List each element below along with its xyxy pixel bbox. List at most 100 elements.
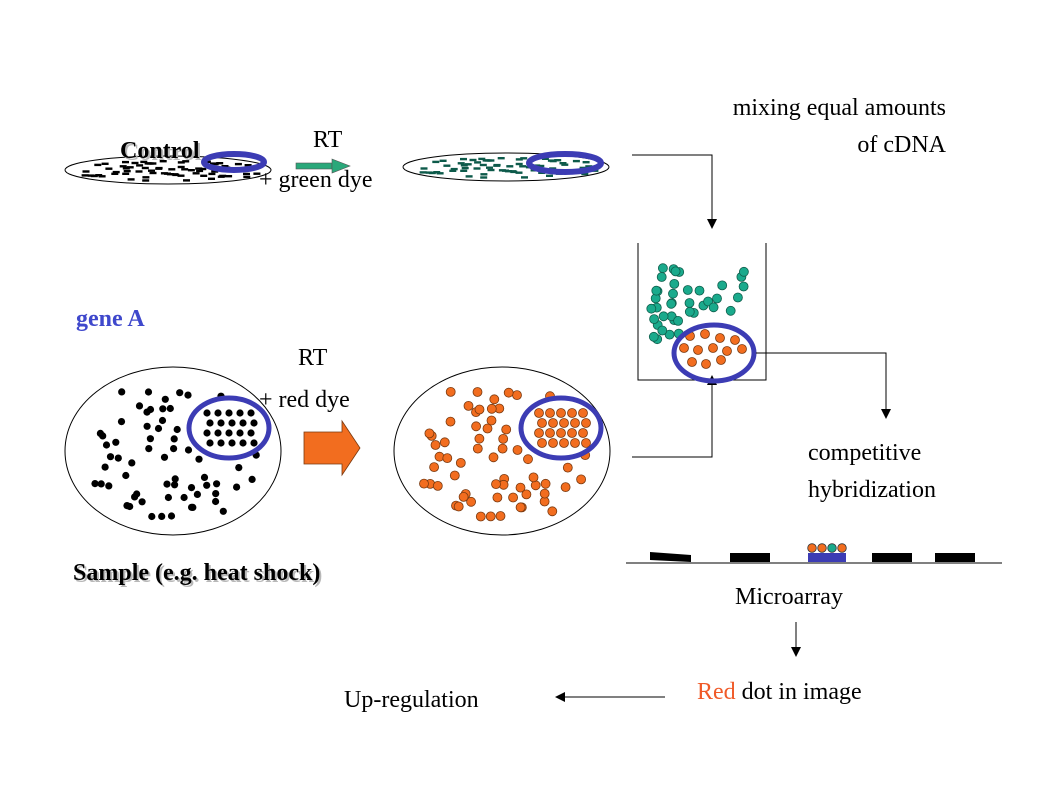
- dot: [445, 416, 456, 427]
- dot: [497, 157, 505, 160]
- dot: [559, 162, 567, 165]
- dot: [199, 167, 207, 171]
- dot: [214, 429, 222, 437]
- dot: [463, 400, 474, 411]
- dot: [182, 160, 190, 163]
- dot: [556, 408, 566, 418]
- dot: [216, 162, 224, 165]
- tube-dots: [646, 263, 749, 369]
- dot: [474, 433, 485, 444]
- competitive-label-line2: hybridization: [808, 477, 936, 503]
- dot: [457, 162, 465, 165]
- dot: [559, 438, 569, 448]
- dot: [486, 415, 497, 426]
- dot: [556, 428, 566, 438]
- dot: [480, 173, 488, 176]
- dot: [118, 388, 126, 396]
- dot: [651, 285, 662, 296]
- dot: [159, 160, 167, 163]
- dot: [515, 482, 526, 493]
- control-dots: [81, 160, 261, 182]
- dot: [128, 459, 136, 467]
- dot: [101, 162, 109, 165]
- dot: [534, 428, 544, 438]
- dot: [668, 288, 678, 299]
- highlight-ring: [526, 151, 604, 175]
- dot: [149, 162, 157, 165]
- dot: [138, 498, 146, 506]
- dot: [117, 418, 126, 426]
- mixing-label-line2: of cDNA: [857, 132, 946, 158]
- dot: [95, 174, 103, 177]
- dot: [111, 172, 119, 175]
- dot: [722, 346, 732, 356]
- dot: [144, 388, 153, 396]
- dot: [433, 171, 441, 174]
- dot: [712, 293, 722, 304]
- up-regulation-label: Up-regulation: [344, 687, 479, 713]
- dot: [578, 408, 588, 418]
- dot: [682, 285, 693, 295]
- dot: [154, 424, 163, 433]
- dot: [239, 439, 247, 447]
- dot: [739, 266, 749, 277]
- competitive-label-line1: competitive: [808, 440, 921, 466]
- dot: [521, 489, 532, 500]
- dot: [172, 173, 180, 177]
- dot: [515, 158, 523, 161]
- dot: [449, 169, 457, 172]
- dot: [554, 159, 562, 162]
- dot: [250, 439, 258, 447]
- dot: [94, 163, 102, 167]
- dot: [684, 298, 695, 308]
- dot: [548, 418, 558, 428]
- dot: [487, 168, 495, 172]
- dot: [208, 177, 215, 180]
- result-label: Red dot in image: [697, 679, 862, 705]
- dot: [807, 543, 817, 553]
- dot: [122, 172, 130, 175]
- dot: [460, 157, 467, 161]
- dot: [480, 176, 488, 179]
- dot: [212, 490, 220, 498]
- dot: [567, 428, 577, 438]
- dot: [193, 490, 201, 498]
- dot: [545, 428, 555, 438]
- dot: [570, 418, 580, 428]
- dot: [455, 457, 466, 468]
- dot: [669, 278, 680, 289]
- dot: [510, 170, 518, 174]
- dot: [578, 428, 588, 438]
- dot: [187, 484, 196, 492]
- dot: [657, 325, 668, 336]
- dot: [537, 438, 547, 448]
- dot: [171, 475, 179, 483]
- dot: [730, 335, 740, 345]
- dot: [837, 543, 847, 553]
- dot: [140, 160, 148, 164]
- dot: [196, 169, 204, 173]
- dot: [170, 445, 178, 453]
- dot: [170, 435, 178, 443]
- dot: [160, 453, 169, 461]
- dot: [145, 445, 153, 453]
- dot: [738, 281, 749, 292]
- dot: [687, 357, 697, 367]
- dot: [461, 166, 469, 170]
- dot: [225, 409, 233, 417]
- dot: [419, 171, 427, 174]
- dot: [203, 481, 211, 489]
- dot: [493, 164, 501, 167]
- dot: [572, 159, 580, 163]
- dot: [123, 169, 131, 173]
- dot: [439, 437, 450, 448]
- dot: [253, 172, 261, 175]
- green-arrow-icon: [295, 158, 351, 174]
- dot: [146, 435, 154, 443]
- dot: [144, 162, 152, 165]
- dot: [487, 159, 495, 162]
- dot: [489, 394, 500, 405]
- dot: [717, 280, 728, 291]
- dot: [443, 164, 451, 167]
- dot: [228, 439, 236, 447]
